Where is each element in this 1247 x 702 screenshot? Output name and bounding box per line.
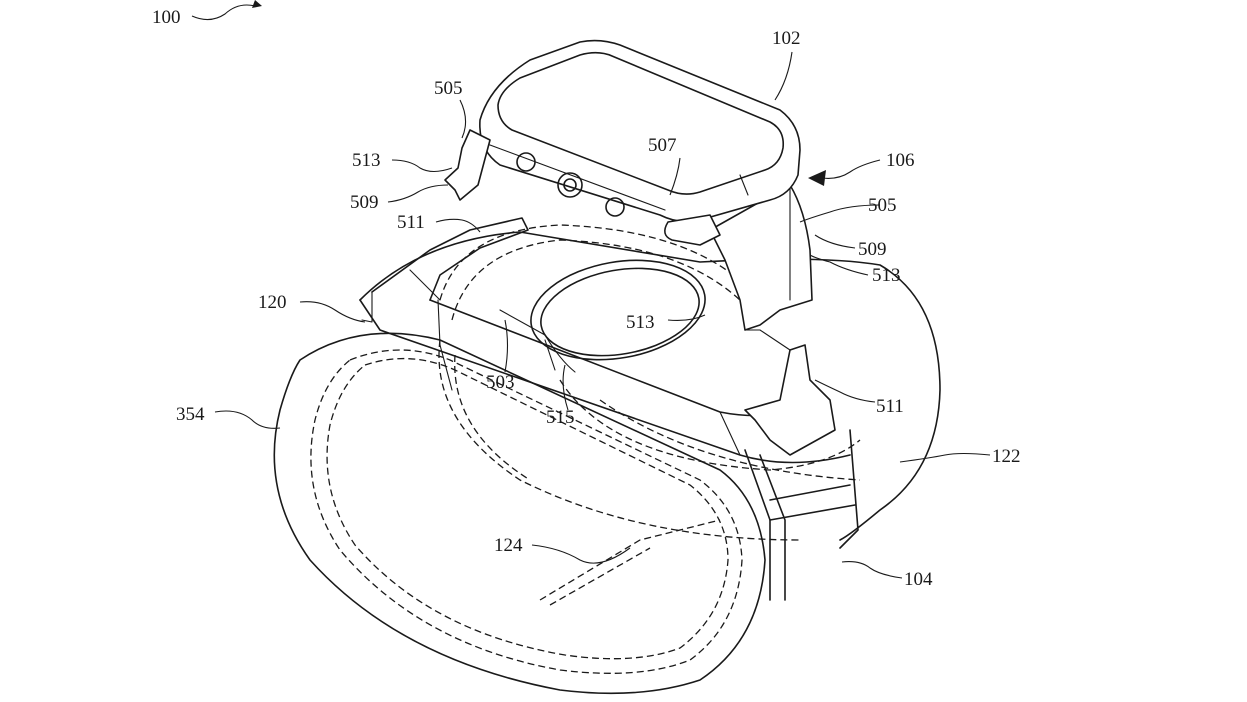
label-513-right: 513 [872,265,901,286]
label-511-right: 511 [876,396,904,417]
label-505-right: 505 [868,195,897,216]
label-513-ring: 513 [626,312,655,333]
label-122: 122 [992,446,1021,467]
label-106: 106 [886,150,915,171]
label-505-left: 505 [434,78,463,99]
label-124: 124 [494,535,523,556]
label-507: 507 [648,135,677,156]
label-104: 104 [904,569,933,590]
label-511-left: 511 [397,212,425,233]
label-354: 354 [176,404,205,425]
watch-device [444,39,801,246]
label-120: 120 [258,292,287,313]
band-body [273,217,941,695]
right-strap [709,184,836,456]
label-509-left: 509 [350,192,379,213]
reference-labels: 100 102 106 505 513 509 511 507 505 509 … [152,7,1021,590]
label-503: 503 [486,372,515,393]
label-515: 515 [546,407,575,428]
label-513-left: 513 [352,150,381,171]
label-100: 100 [152,7,181,28]
label-102: 102 [772,28,801,49]
leader-lines [191,0,991,579]
receiving-ring [499,259,706,373]
label-509-right: 509 [858,239,887,260]
